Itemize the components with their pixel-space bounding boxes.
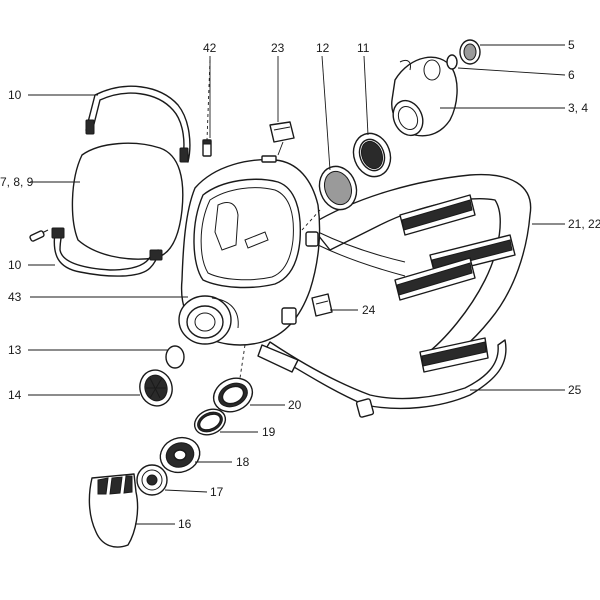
adapter-ring-20	[212, 344, 254, 413]
callout-7-8-9: 7, 8, 9	[0, 175, 34, 189]
callout-17: 17	[210, 485, 224, 499]
gasket-19	[193, 408, 227, 436]
callout-6: 6	[568, 68, 575, 82]
valve-5	[459, 39, 481, 65]
callout-18: 18	[236, 455, 250, 469]
callout-24: 24	[362, 303, 376, 317]
clamping-ring-lower	[29, 227, 163, 277]
mask-body	[178, 155, 321, 346]
callout-43: 43	[8, 290, 22, 304]
callout-5: 5	[568, 38, 575, 52]
callout-20: 20	[288, 398, 302, 412]
inner-mask	[391, 56, 458, 137]
visor-lens	[71, 142, 184, 260]
callout-3-4: 3, 4	[568, 101, 588, 115]
cover-16	[88, 473, 139, 548]
callout-10-upper: 10	[8, 88, 22, 102]
valve-disc-17	[136, 464, 168, 496]
callout-16: 16	[178, 517, 192, 531]
filter-housing-18	[159, 436, 201, 474]
valve-disc-13	[165, 345, 185, 369]
disc-6	[446, 54, 458, 70]
valve-housing-14	[139, 369, 173, 407]
screw	[202, 59, 212, 157]
callout-12: 12	[316, 41, 330, 55]
callout-19: 19	[262, 425, 276, 439]
callout-10-lower: 10	[8, 258, 22, 272]
callout-14: 14	[8, 388, 22, 402]
leader-lines	[28, 44, 566, 525]
callout-labels: 42 23 12 11 5 6 3, 4 10 7, 8, 9 10 21, 2…	[0, 38, 600, 531]
callout-13: 13	[8, 343, 22, 357]
clip-24	[311, 293, 333, 317]
filter-disc-12	[301, 165, 358, 231]
callout-25: 25	[568, 383, 582, 397]
clip-23	[269, 121, 295, 156]
callout-23: 23	[271, 41, 285, 55]
callout-42: 42	[203, 41, 217, 55]
head-harness	[257, 173, 532, 418]
clamping-ring-upper	[85, 85, 191, 163]
ring-11	[352, 132, 392, 178]
callout-21-22: 21, 22	[568, 217, 600, 231]
callout-11: 11	[357, 41, 370, 55]
